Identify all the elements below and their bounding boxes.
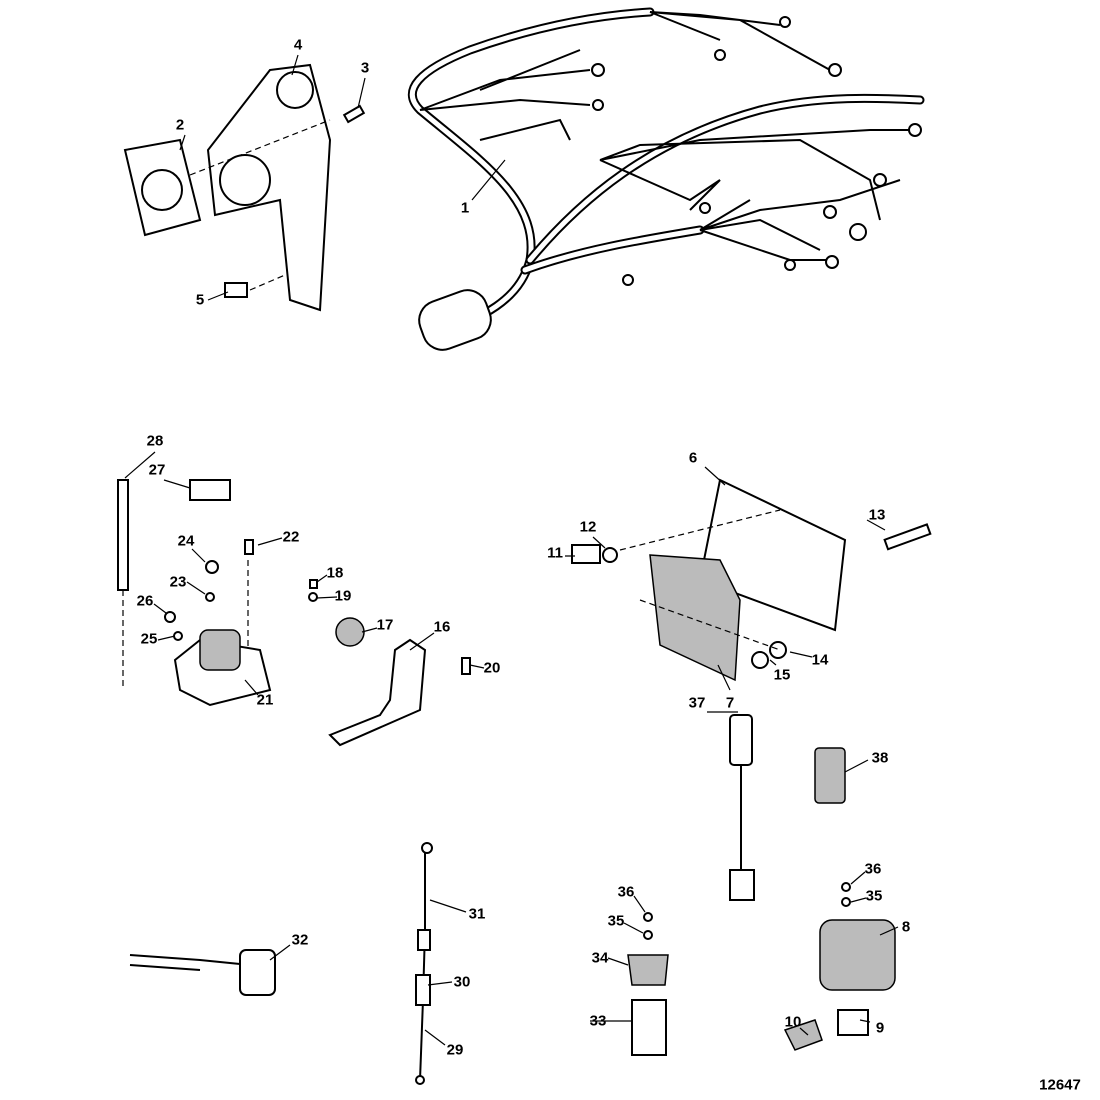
callout-36: 36 [617, 883, 635, 901]
callout-29: 29 [446, 1041, 464, 1059]
callout-3: 3 [360, 59, 370, 77]
callout-27: 27 [148, 461, 166, 479]
callout-38: 38 [871, 749, 889, 767]
sensors [129, 714, 896, 1085]
callout-8: 8 [901, 918, 911, 936]
callout-12: 12 [579, 518, 597, 536]
callout-10: 10 [784, 1013, 802, 1031]
callout-30: 30 [453, 973, 471, 991]
leader-lines [124, 54, 899, 1046]
callout-18: 18 [326, 564, 344, 582]
callout-35-b: 35 [865, 887, 883, 905]
callout-6: 6 [688, 449, 698, 467]
solenoid-assembly [117, 479, 272, 707]
mounting-bracket [123, 63, 366, 312]
callout-9: 9 [875, 1019, 885, 1037]
callout-28: 28 [146, 432, 164, 450]
callout-7: 7 [725, 694, 735, 712]
callout-36-b: 36 [864, 860, 882, 878]
callout-35: 35 [607, 912, 625, 930]
callout-11: 11 [547, 544, 563, 562]
callout-4: 4 [293, 36, 303, 54]
callout-32: 32 [291, 931, 309, 949]
callout-33: 33 [589, 1012, 607, 1030]
module-plate [571, 478, 932, 682]
callout-16: 16 [433, 618, 451, 636]
callout-31: 31 [468, 905, 486, 923]
callout-25: 25 [140, 630, 158, 648]
callout-24: 24 [177, 532, 195, 550]
callout-1: 1 [460, 199, 470, 217]
callout-23: 23 [169, 573, 187, 591]
callout-26: 26 [136, 592, 154, 610]
wiring-harness [407, 7, 925, 351]
callout-13: 13 [868, 506, 886, 524]
callout-34: 34 [591, 949, 609, 967]
callout-14: 14 [811, 651, 829, 669]
callout-19: 19 [334, 587, 352, 605]
callout-37: 37 [688, 694, 706, 712]
diagram-number: 12647 [1039, 1076, 1081, 1094]
callout-2: 2 [175, 116, 185, 134]
relay-bracket [308, 579, 471, 747]
callout-15: 15 [773, 666, 791, 684]
callout-5: 5 [195, 291, 205, 309]
callout-17: 17 [376, 616, 394, 634]
callout-21: 21 [256, 691, 274, 709]
callout-20: 20 [483, 659, 501, 677]
callout-22: 22 [282, 528, 300, 546]
